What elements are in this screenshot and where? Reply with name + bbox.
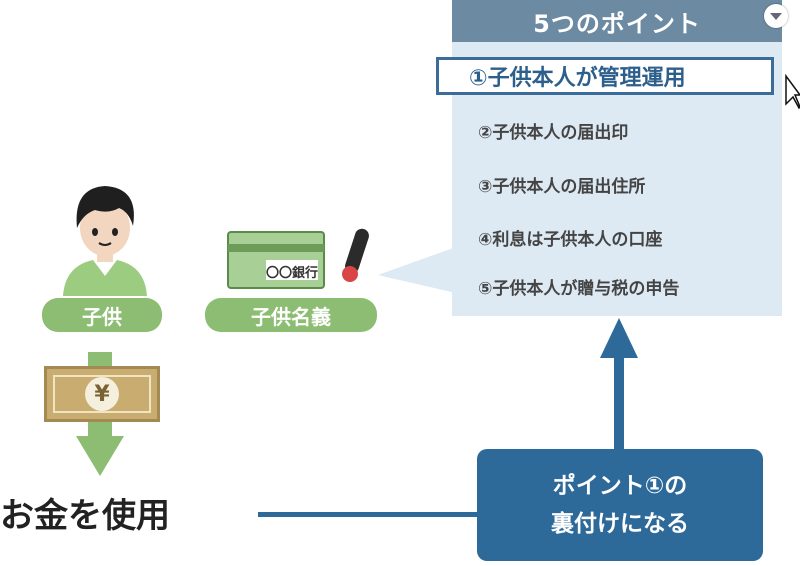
panel-title: 5つのポイント [452,0,782,42]
seal-stamp-icon [342,228,369,282]
evidence-line-2: 裏付けになる [551,511,689,537]
child-label: 子供 [42,298,162,332]
evidence-callout: ポイント①の 裏付けになる [477,449,763,561]
point-2: ②子供本人の届出印 [478,123,629,143]
use-money-label: お金を使用 [0,496,170,536]
point-3: ③子供本人の届出住所 [478,177,646,197]
points-panel [452,0,782,316]
point-1-highlighted: ①子供本人が管理運用 [436,57,774,95]
child-figure-icon [63,186,147,296]
point-5: ⑤子供本人が贈与税の申告 [478,279,680,299]
up-arrow-icon [600,318,638,452]
banknote-icon: ¥ [44,366,160,422]
dropdown-toggle-icon[interactable] [764,4,788,28]
point-4: ④利息は子供本人の口座 [478,230,663,250]
yen-symbol: ¥ [85,377,119,411]
mouse-cursor-icon [785,74,800,110]
horizontal-connector [258,512,480,517]
bank-name: 〇〇銀行 [266,266,319,281]
evidence-line-1: ポイント①の [552,473,688,499]
child-name-label: 子供名義 [205,298,377,332]
bank-passbook-icon [227,231,325,289]
callout-pointer [378,247,456,293]
